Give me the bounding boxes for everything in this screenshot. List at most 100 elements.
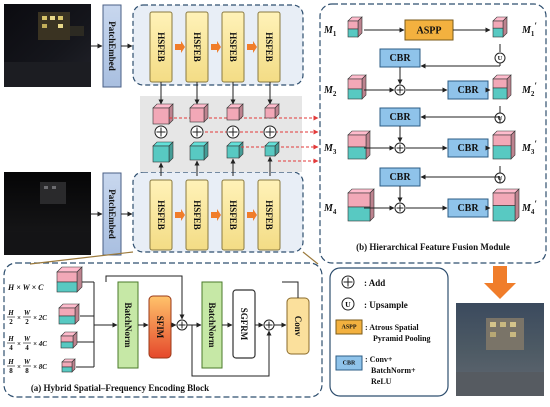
- hffm-title: (b) Hierarchical Feature Fusion Module: [356, 242, 510, 252]
- sfim-label: SFIM: [155, 316, 165, 339]
- cube-front-cyan: [492, 27, 504, 38]
- cube-front-cyan: [347, 146, 367, 160]
- fraction-den: 4: [25, 344, 29, 352]
- output-arrow: [484, 266, 516, 299]
- cube-top: [492, 188, 520, 194]
- hffm-content: M1M1′M2M2′M3M3′M4M4′ASPPUCBRCBRCBRUCBRCB…: [323, 16, 537, 222]
- hffm-output-index: 4: [531, 208, 535, 216]
- hffm-input-index: 2: [333, 90, 337, 98]
- fused-cube-rgb: [264, 103, 280, 119]
- cube-side: [168, 141, 174, 163]
- cube-front-cyan: [347, 206, 371, 222]
- hsfeb-label: HSFEB: [264, 200, 274, 230]
- fusion-cubes: [152, 82, 319, 176]
- cube-front: [226, 145, 240, 159]
- hsfeb-label: HSFEB: [264, 32, 274, 62]
- cube-front-cyan: [58, 315, 76, 325]
- orange-flow-arrow: [211, 41, 221, 53]
- cube-front: [189, 107, 205, 123]
- aspp-label: ASPP: [417, 26, 442, 37]
- hffm-add: [394, 142, 406, 154]
- hsfeb-label: HSFEB: [156, 32, 166, 62]
- legend-upsample-text: : Upsample: [364, 300, 408, 310]
- hffm-output-index: 1: [531, 30, 535, 38]
- cube-side: [510, 130, 516, 160]
- hffm-input-index: 1: [333, 30, 337, 38]
- cbr-label: CBR: [457, 203, 479, 214]
- hffm-output-cube: [492, 16, 508, 38]
- hffm-panel: [319, 3, 547, 264]
- scale-label: × 4C: [33, 340, 47, 348]
- patch-embed-bottom: PatchEmbed: [102, 172, 122, 256]
- conv-label: Conv: [293, 316, 303, 337]
- fraction-num: H: [7, 335, 14, 343]
- legend-aspp-desc-1: : Atrous Spatial: [365, 323, 419, 332]
- cbr-label: CBR: [389, 53, 411, 64]
- sgfrm-box: [232, 289, 256, 359]
- hffm-output-prime: ′: [534, 81, 537, 91]
- fraction-den: 4: [9, 344, 13, 352]
- fused-cube-thermal: [189, 141, 209, 161]
- hsfeb-label: HSFEB: [192, 32, 202, 62]
- scale-cube: [61, 358, 76, 373]
- hffm-input-index: 3: [333, 148, 337, 156]
- orange-flow-arrow: [247, 41, 257, 53]
- hffm-add: [394, 84, 406, 96]
- fusion-add: [154, 125, 168, 139]
- cube-side: [357, 16, 363, 38]
- zoom-line-right: [302, 251, 319, 265]
- scale-cube: [58, 303, 80, 325]
- fraction-den: 8: [25, 367, 29, 375]
- hsfeb-block: [257, 11, 281, 83]
- hffm-output-cube: [492, 130, 516, 160]
- cube-front-pink: [347, 192, 371, 208]
- cube-front-pink: [492, 20, 504, 29]
- hffm-input-cube: [347, 74, 367, 100]
- cube-front-pink: [56, 271, 78, 283]
- hsfeb-label: HSFEB: [228, 32, 238, 62]
- orange-flow-arrow: [211, 209, 221, 221]
- fraction-den: 2: [9, 318, 13, 326]
- cube-front-pink: [58, 307, 76, 317]
- cube-front-cyan: [492, 205, 516, 222]
- zoom-line-left: [29, 251, 134, 265]
- fraction-den: 8: [9, 367, 13, 375]
- hffm-input-index: 4: [333, 208, 337, 216]
- upsample-circle: [341, 297, 355, 311]
- skip-connection-2: [191, 325, 272, 377]
- cube-front: [152, 107, 170, 125]
- cube-front-cyan: [56, 281, 78, 293]
- scale-cube: [56, 266, 83, 293]
- times-symbol: ×: [17, 314, 21, 322]
- cbr-label: CBR: [457, 143, 479, 154]
- hsfeb-block: [185, 179, 209, 251]
- conv-out: [282, 281, 299, 298]
- times-symbol: ×: [17, 363, 21, 371]
- batchnorm-label: BatchNorm: [123, 303, 133, 348]
- hffm-input-cube: [347, 130, 371, 160]
- cube-front: [264, 107, 276, 119]
- fused-cube-thermal: [226, 141, 244, 159]
- cube-side: [502, 16, 508, 38]
- cube-front-cyan: [492, 87, 508, 100]
- hffm-input-cube: [347, 188, 375, 222]
- cube-front-pink: [492, 192, 516, 206]
- cube-front: [226, 107, 240, 121]
- cube-front-cyan: [492, 145, 512, 160]
- hffm-output-prime: ′: [534, 21, 537, 31]
- cube-side: [369, 188, 375, 222]
- legend-cbr-swatch: [335, 355, 363, 371]
- cube-front-pink: [492, 134, 512, 147]
- fused-cube-rgb: [189, 103, 209, 123]
- cube-side: [506, 74, 512, 100]
- legend-cbr-desc-1: : Conv+: [365, 355, 393, 364]
- sfim-box: [148, 295, 172, 359]
- cbr-label: CBR: [457, 85, 479, 96]
- cube-front: [152, 145, 170, 163]
- fraction-den: 2: [25, 318, 29, 326]
- orange-flow-arrow: [247, 209, 257, 221]
- cube-front-pink: [492, 78, 508, 89]
- cube-front: [189, 145, 205, 161]
